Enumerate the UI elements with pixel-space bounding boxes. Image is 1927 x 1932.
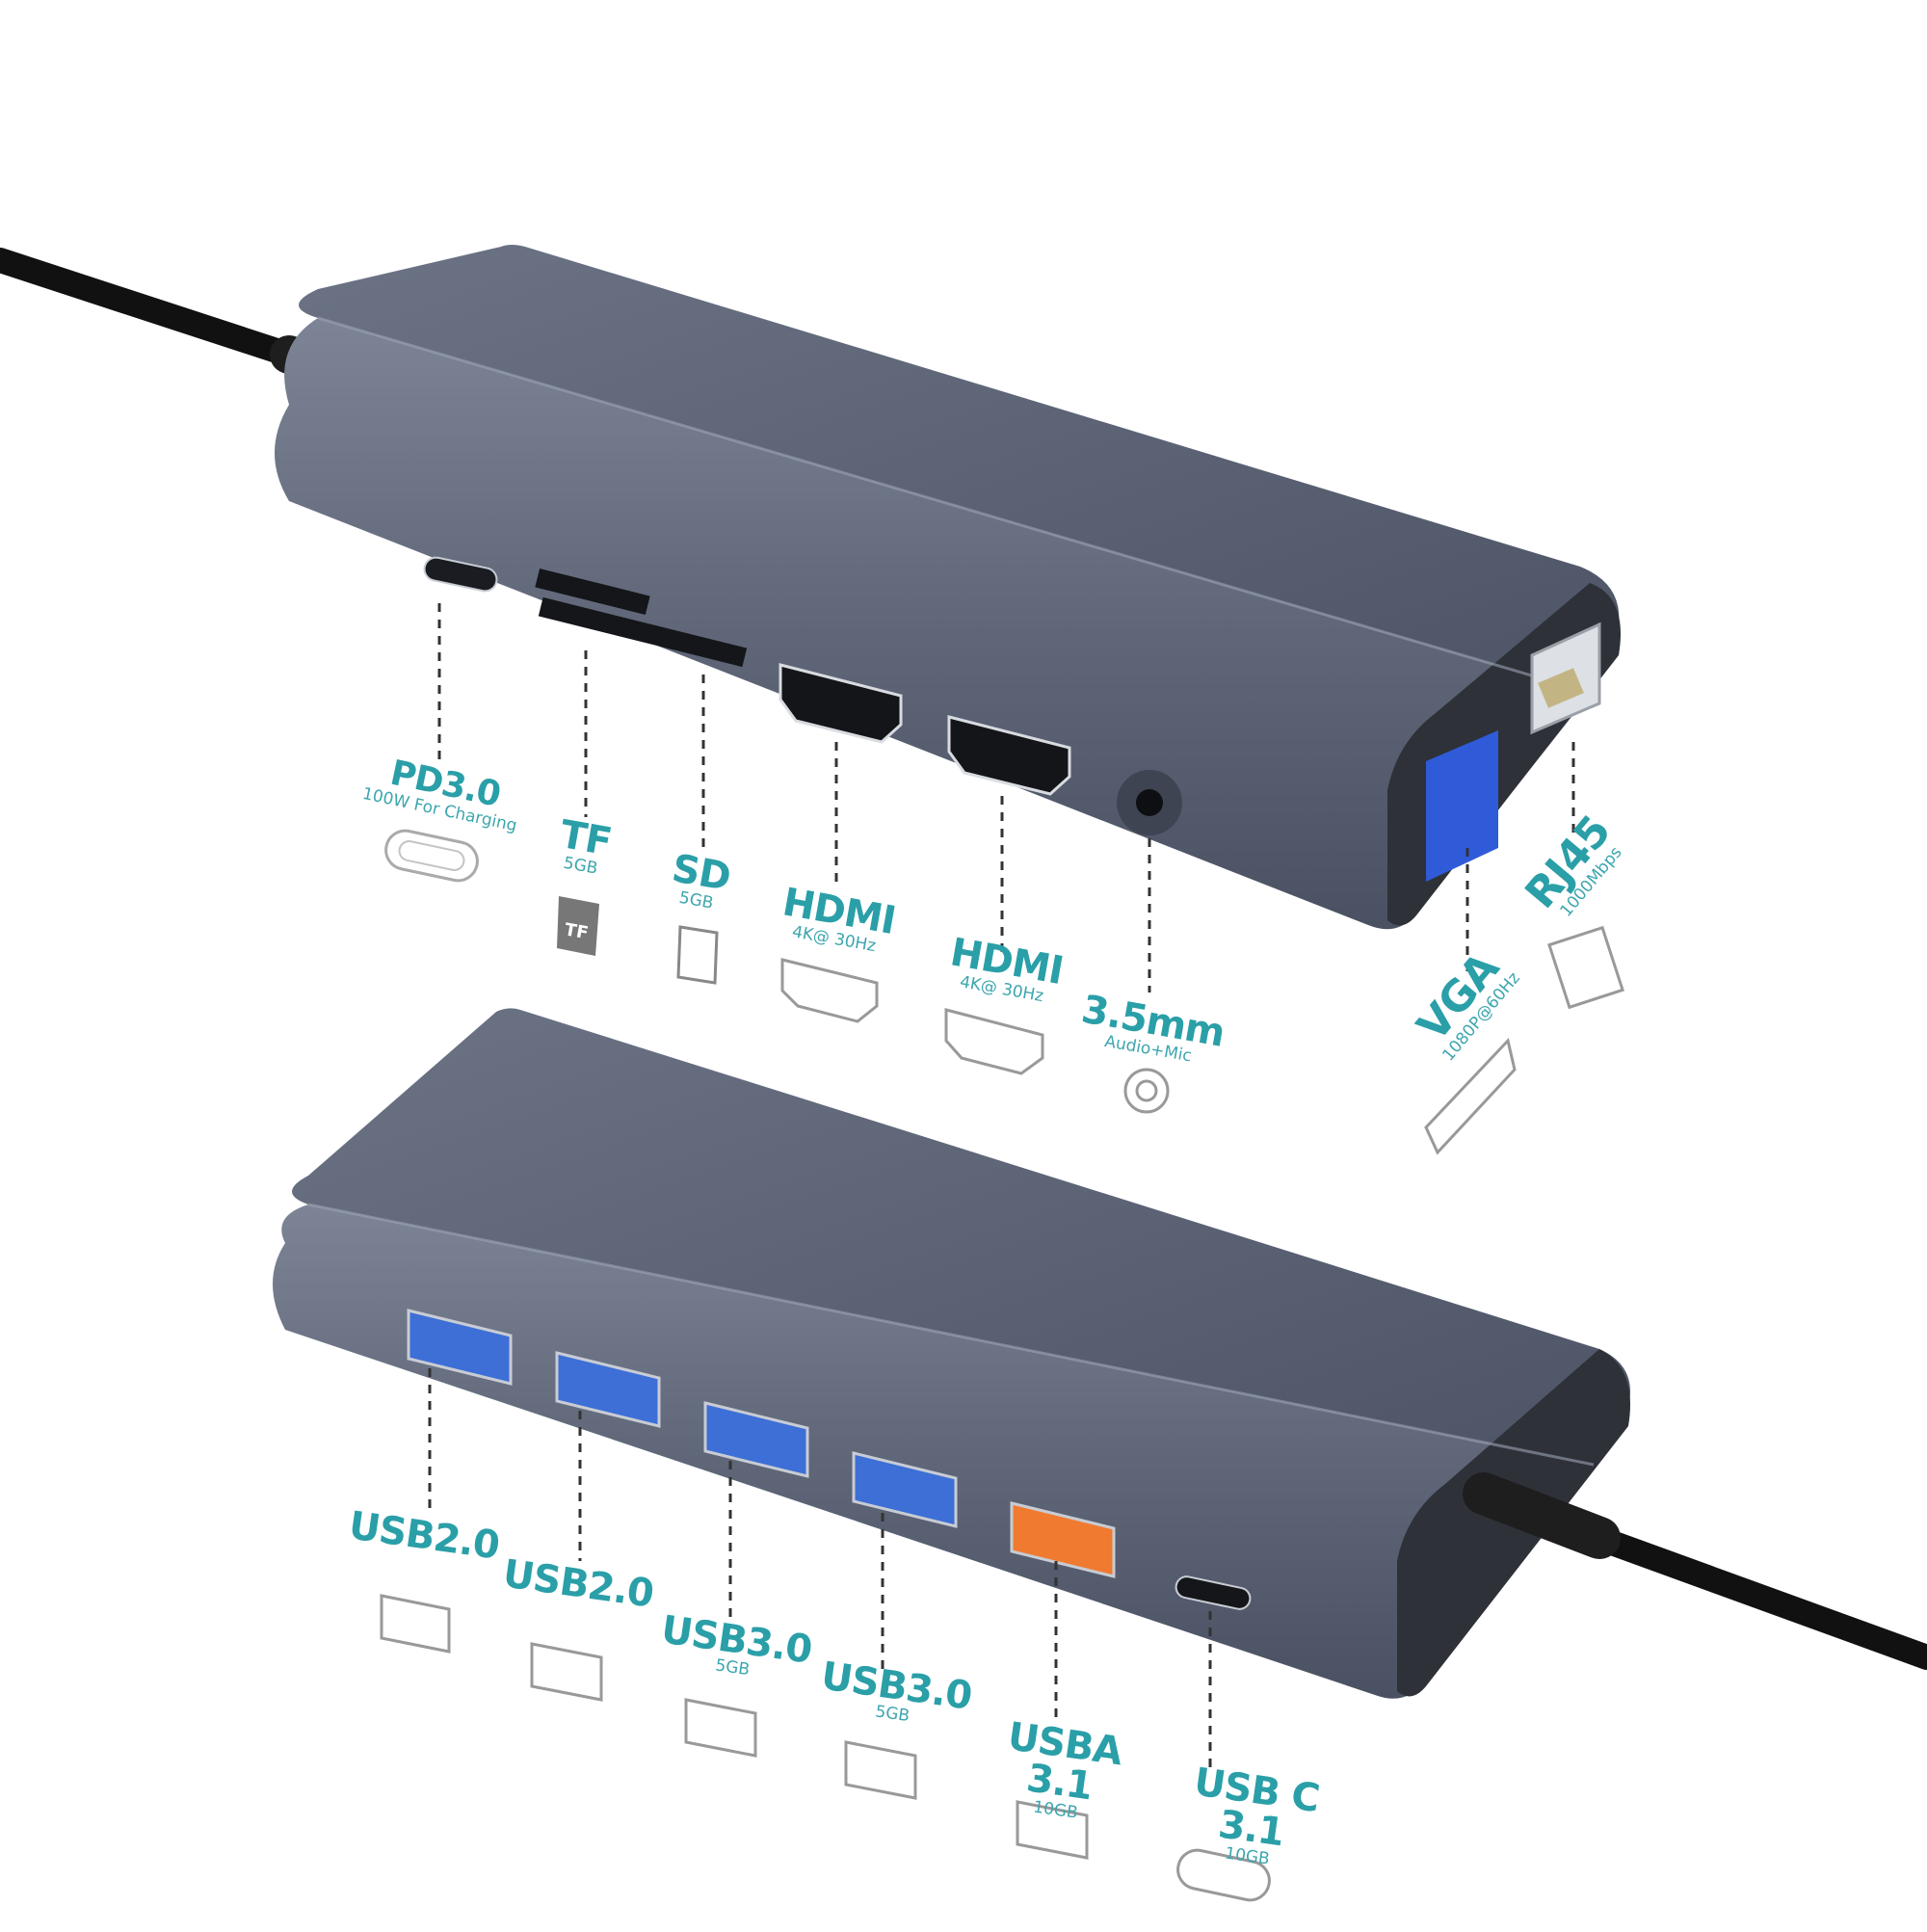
top-port-icons: TF (384, 829, 1624, 1155)
top-hub-front-face (275, 318, 1594, 930)
usb-a-port-icon (380, 1594, 451, 1654)
usb-a-port-icon (844, 1740, 917, 1800)
hdmi-port-2 (947, 715, 1071, 796)
usb2-port-1 (407, 1309, 513, 1386)
hdmi-port-icon (780, 958, 879, 1023)
top-leader-lines (437, 603, 1575, 992)
bottom-hub-front-face (273, 1204, 1594, 1699)
bottom-hub (273, 1008, 1927, 1699)
bottom-hub-top-surface (292, 1008, 1630, 1465)
usb3-port-2 (852, 1451, 958, 1528)
sd-slot (538, 596, 748, 668)
bottom-hub-ports (407, 1309, 1252, 1610)
bottom-leader-lines (428, 1368, 1212, 1767)
top-hub (0, 245, 1621, 930)
audio-jack-icon (1123, 1068, 1170, 1114)
usb-c-port-icon (384, 829, 479, 883)
sd-card-icon (676, 925, 719, 985)
usb-c-port-icon (1176, 1848, 1271, 1902)
usb3-port-1 (703, 1401, 809, 1478)
top-hub-top-surface (299, 245, 1620, 694)
usb-c31-port (1175, 1575, 1252, 1610)
usb2-port-2 (555, 1351, 661, 1428)
usba31-port (1010, 1501, 1116, 1578)
hdmi-port-icon (944, 1008, 1044, 1075)
vga-port (1426, 730, 1498, 882)
usb-a-port-icon (1016, 1800, 1089, 1860)
top-hub-cable (0, 248, 330, 377)
tf-icon-label: TF (563, 919, 590, 943)
pd-usb-c-port (423, 556, 498, 593)
vga-port-icon (1424, 1037, 1517, 1155)
hdmi-port-1 (779, 663, 903, 744)
usb-a-port-icon (530, 1642, 603, 1702)
tf-slot (535, 569, 650, 615)
usb-a-port-icon (684, 1698, 757, 1758)
tf-card-icon (557, 896, 599, 956)
ethernet-port-icon (1547, 925, 1624, 1010)
bottom-port-icons (380, 1594, 1271, 1902)
top-hub-ports (423, 556, 1601, 882)
